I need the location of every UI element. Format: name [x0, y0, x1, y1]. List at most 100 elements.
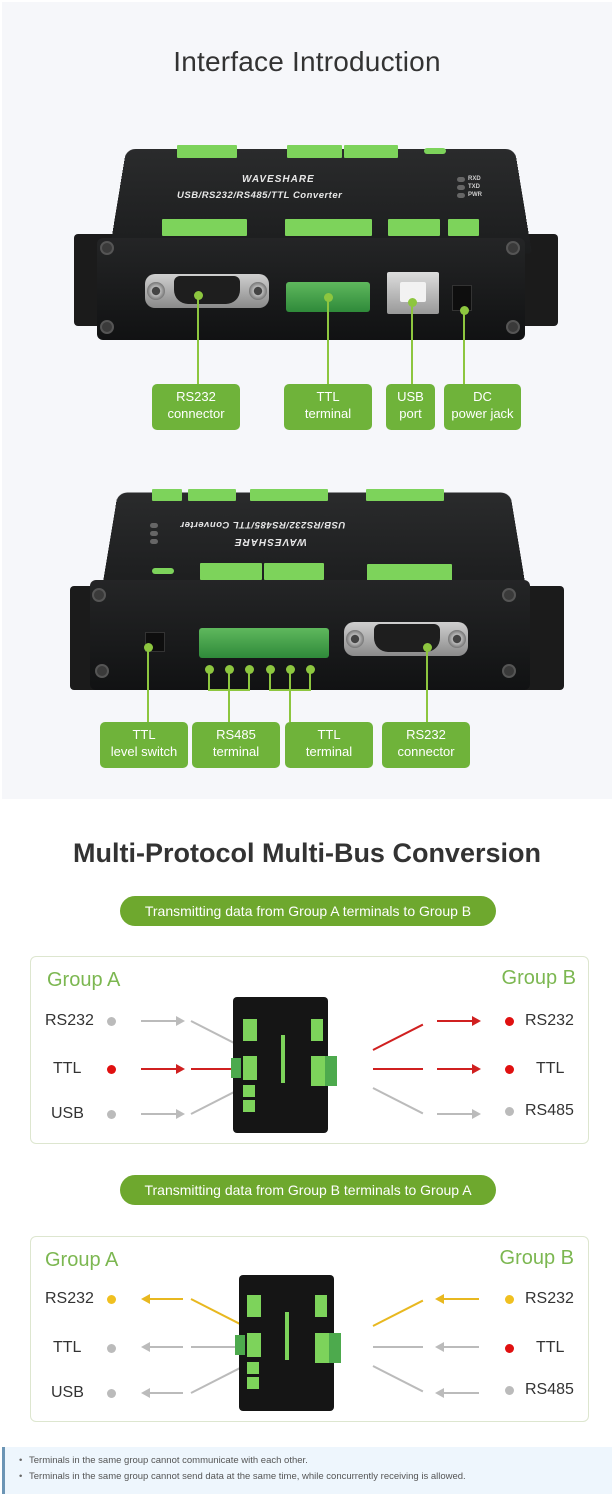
callout-line: RS232	[176, 389, 216, 404]
pointer-line	[269, 689, 311, 691]
screw-icon	[502, 588, 516, 602]
callout-line: level switch	[110, 744, 178, 759]
callout-line: terminal	[304, 406, 352, 421]
callout-line: terminal	[212, 744, 260, 759]
pointer-line	[147, 648, 149, 722]
pointer-dot	[306, 665, 315, 674]
pwr-ttl-label-plate	[250, 489, 328, 501]
terminal-label: RS232	[45, 1290, 94, 1307]
callout-rs485-terminal: RS485 terminal	[192, 722, 280, 768]
terminal-label: RS232	[45, 1012, 94, 1029]
pointer-line	[309, 670, 311, 690]
pointer-line	[269, 670, 271, 690]
pointer-dot	[423, 643, 432, 652]
status-dot-inactive	[107, 1344, 116, 1353]
ttl-label-plate	[287, 145, 342, 158]
callout-line: TTL	[317, 727, 341, 742]
signal-line	[372, 1087, 424, 1115]
pointer-dot	[408, 298, 417, 307]
notes-box: Terminals in the same group cannot commu…	[2, 1447, 612, 1494]
pointer-line	[248, 670, 250, 690]
led-txd	[150, 531, 158, 536]
pointer-dot	[324, 293, 333, 302]
signal-line	[373, 1068, 423, 1070]
screw-icon	[506, 241, 520, 255]
led-pwr	[150, 523, 158, 528]
callout-line: DC	[473, 389, 492, 404]
pointer-line	[411, 303, 413, 386]
callout-ttl-terminal: TTL terminal	[285, 722, 373, 768]
terminal-label: TTL	[536, 1060, 565, 1077]
led-label: TXD	[468, 184, 480, 190]
group-b-label: Group B	[499, 1247, 574, 1269]
brand-logo: WAVESHARE	[234, 536, 307, 547]
callout-line: terminal	[305, 744, 353, 759]
group-a-label: Group A	[45, 1249, 119, 1271]
terminal-label: RS485	[525, 1102, 574, 1119]
rs232-label-plate	[367, 564, 452, 581]
screw-icon	[506, 320, 520, 334]
callout-line: RS232	[406, 727, 446, 742]
rs485-ttl-terminal-block	[199, 628, 329, 658]
pointer-dot	[205, 665, 214, 674]
led-label: RXD	[468, 176, 481, 182]
terminal-label: RS232	[525, 1290, 574, 1307]
callout-line: TTL	[316, 389, 340, 404]
rs485-label-plate	[344, 145, 398, 158]
arrow-left-icon	[435, 1294, 479, 1304]
screw-icon	[100, 241, 114, 255]
terminal-label: USB	[51, 1384, 84, 1401]
pointer-line	[327, 298, 329, 386]
arrow-right-icon	[437, 1064, 481, 1074]
signal-line	[373, 1346, 423, 1348]
db9-nut	[346, 630, 364, 648]
led-rxd	[457, 177, 465, 182]
status-dot-inactive	[107, 1389, 116, 1398]
arrow-right-icon	[141, 1016, 185, 1026]
pointer-line	[208, 689, 250, 691]
usb-label-plate	[388, 219, 440, 236]
status-dot-active	[505, 1017, 514, 1026]
signal-line	[372, 1023, 424, 1051]
rs485-label-plate	[200, 563, 262, 580]
status-dot-active	[107, 1065, 116, 1074]
ttl-pwr-label-plate	[285, 219, 372, 236]
pointer-line	[228, 670, 230, 722]
led-rxd	[150, 539, 158, 544]
pointer-dot	[245, 665, 254, 674]
callout-line: power jack	[451, 406, 514, 421]
callout-line: port	[399, 406, 422, 421]
interface-introduction-section: Interface Introduction WAVESHARE USB/RS2…	[2, 2, 612, 799]
status-dot-inactive	[505, 1107, 514, 1116]
device-model-text: USB/RS232/RS485/TTL Converter	[180, 519, 346, 530]
db9-nut	[147, 282, 165, 300]
status-dot-active	[107, 1295, 116, 1304]
signal-line	[190, 1366, 242, 1394]
arrow-left-icon	[141, 1342, 183, 1352]
pointer-dot	[225, 665, 234, 674]
led-txd	[457, 185, 465, 190]
rs232-label-plate	[177, 145, 237, 158]
signal-line	[191, 1346, 241, 1348]
direction-banner-a-to-b: Transmitting data from Group A terminals…	[120, 896, 496, 926]
diagram-b-to-a-panel: Group A Group B RS232 TTL USB RS232 TTL …	[30, 1236, 589, 1422]
usb-label-plate	[188, 489, 236, 501]
pointer-line	[289, 670, 291, 722]
arrow-right-icon	[141, 1064, 185, 1074]
callout-rs232-connector: RS232 connector	[152, 384, 240, 430]
group-b-label: Group B	[501, 967, 576, 989]
ttl-label-plate	[264, 563, 324, 580]
notes-list: Terminals in the same group cannot commu…	[5, 1447, 612, 1485]
callout-usb-port: USB port	[386, 384, 435, 430]
pointer-dot	[144, 643, 153, 652]
arrow-left-icon	[141, 1388, 183, 1398]
db9-pins	[174, 276, 240, 304]
group-a-label: Group A	[47, 969, 121, 991]
screw-icon	[92, 588, 106, 602]
status-dot-active	[505, 1065, 514, 1074]
rs232-label-plate	[162, 219, 247, 236]
status-dot-active	[505, 1344, 514, 1353]
signal-line	[190, 1298, 242, 1326]
signal-line	[191, 1068, 241, 1070]
status-dot-inactive	[505, 1386, 514, 1395]
